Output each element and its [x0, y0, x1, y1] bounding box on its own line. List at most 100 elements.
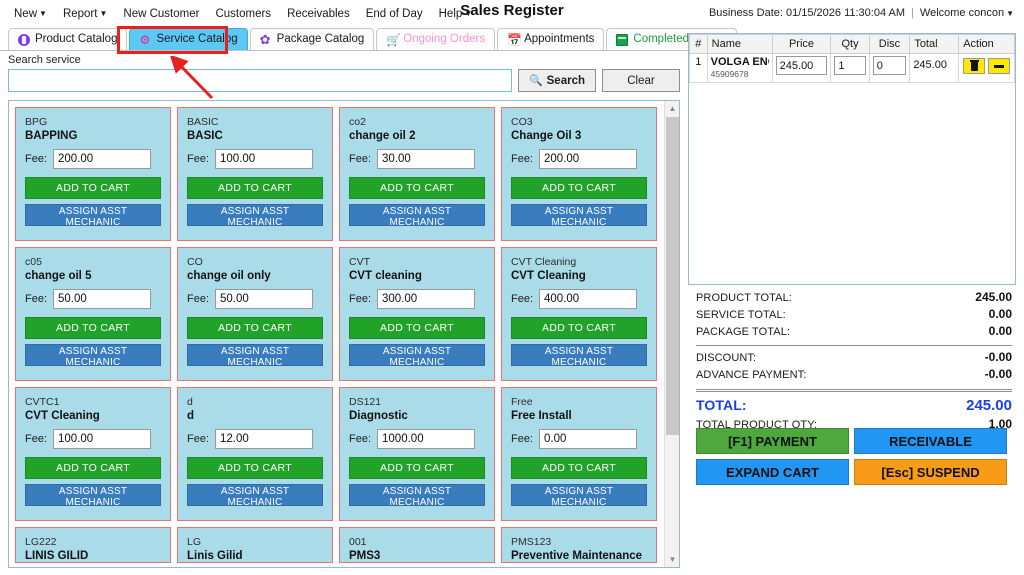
- fee-input[interactable]: [539, 289, 638, 309]
- scroll-down-icon[interactable]: ▼: [668, 555, 677, 564]
- menu-item-receivables[interactable]: Receivables: [281, 6, 356, 22]
- scroll-up-icon[interactable]: ▲: [668, 104, 677, 113]
- action-expand-cart-button[interactable]: EXPAND CART: [696, 459, 849, 485]
- tab-appointments[interactable]: 📅Appointments: [497, 28, 605, 50]
- menu-item-customers[interactable]: Customers: [209, 6, 277, 22]
- search-button[interactable]: 🔍 Search: [517, 69, 596, 92]
- catalog-scrollbar[interactable]: ▲ ▼: [664, 101, 679, 567]
- assign-asst-mechanic-button[interactable]: ASSIGN ASST MECHANIC: [349, 204, 485, 228]
- add-to-cart-button[interactable]: ADD TO CART: [25, 177, 161, 199]
- assign-asst-mechanic-button[interactable]: ASSIGN ASST MECHANIC: [349, 484, 485, 508]
- price-input[interactable]: [775, 56, 828, 75]
- assign-asst-mechanic-button[interactable]: ASSIGN ASST MECHANIC: [511, 204, 647, 228]
- magnifier-icon: 🔍: [528, 75, 543, 87]
- tab-ongoing-orders[interactable]: 🛒Ongoing Orders: [376, 28, 496, 50]
- user-menu[interactable]: Welcome concon▼: [920, 7, 1014, 19]
- assign-asst-mechanic-button[interactable]: ASSIGN ASST MECHANIC: [25, 344, 161, 368]
- menu-item-new[interactable]: New▼: [8, 6, 53, 22]
- fee-input[interactable]: [215, 149, 314, 169]
- trash-icon[interactable]: [963, 58, 986, 74]
- cart-icon: 🛒: [386, 32, 402, 47]
- header-right: Business Date: 01/15/2026 11:30:04 AM | …: [709, 7, 1014, 19]
- fee-input[interactable]: [53, 289, 152, 309]
- assign-asst-mechanic-button[interactable]: ASSIGN ASST MECHANIC: [511, 344, 647, 368]
- cart-column-header: Qty: [830, 34, 870, 54]
- fee-input[interactable]: [53, 429, 152, 449]
- add-to-cart-button[interactable]: ADD TO CART: [511, 177, 647, 199]
- disc-input[interactable]: [872, 56, 907, 75]
- assign-asst-mechanic-button[interactable]: ASSIGN ASST MECHANIC: [25, 204, 161, 228]
- fee-label: Fee:: [349, 433, 372, 445]
- fee-input[interactable]: [377, 429, 476, 449]
- assign-asst-mechanic-button[interactable]: ASSIGN ASST MECHANIC: [187, 484, 323, 508]
- assign-asst-mechanic-button[interactable]: ASSIGN ASST MECHANIC: [511, 484, 647, 508]
- fee-input[interactable]: [377, 289, 476, 309]
- search-input[interactable]: [8, 69, 512, 92]
- add-to-cart-button[interactable]: ADD TO CART: [511, 317, 647, 339]
- assign-asst-mechanic-button[interactable]: ASSIGN ASST MECHANIC: [187, 204, 323, 228]
- fee-input[interactable]: [377, 149, 476, 169]
- fee-label: Fee:: [187, 293, 210, 305]
- assign-asst-mechanic-button[interactable]: ASSIGN ASST MECHANIC: [25, 484, 161, 508]
- add-to-cart-button[interactable]: ADD TO CART: [187, 457, 323, 479]
- assign-asst-mechanic-button[interactable]: ASSIGN ASST MECHANIC: [187, 344, 323, 368]
- minus-icon[interactable]: [988, 58, 1011, 74]
- scrollbar-thumb[interactable]: [666, 117, 679, 435]
- action-esc-suspend-button[interactable]: [Esc] SUSPEND: [854, 459, 1007, 485]
- service-code: CO: [187, 256, 203, 268]
- cart-column-header: Name: [706, 34, 773, 54]
- qty-input[interactable]: [834, 56, 866, 75]
- total-value: 245.00: [975, 290, 1012, 304]
- action-receivable-button[interactable]: RECEIVABLE: [854, 428, 1007, 454]
- add-to-cart-button[interactable]: ADD TO CART: [349, 317, 485, 339]
- menu-item-help[interactable]: Help▼: [433, 6, 479, 22]
- fee-row: Fee:: [511, 429, 647, 449]
- tab-package-catalog[interactable]: ✿Package Catalog: [249, 28, 375, 50]
- assign-asst-mechanic-button[interactable]: ASSIGN ASST MECHANIC: [349, 344, 485, 368]
- menu-item-end-of-day[interactable]: End of Day: [360, 6, 429, 22]
- total-value: 0.00: [988, 307, 1012, 321]
- fee-input[interactable]: [215, 429, 314, 449]
- add-to-cart-button[interactable]: ADD TO CART: [187, 317, 323, 339]
- add-to-cart-button[interactable]: ADD TO CART: [349, 457, 485, 479]
- add-to-cart-button[interactable]: ADD TO CART: [25, 317, 161, 339]
- service-name: change oil 2: [349, 130, 416, 142]
- clear-button[interactable]: Clear: [602, 69, 680, 92]
- add-to-cart-button[interactable]: ADD TO CART: [349, 177, 485, 199]
- menu-item-label: Receivables: [287, 8, 350, 20]
- add-to-cart-button[interactable]: ADD TO CART: [187, 177, 323, 199]
- service-code: BASIC: [187, 116, 219, 128]
- add-to-cart-button[interactable]: ADD TO CART: [25, 457, 161, 479]
- menu-item-report[interactable]: Report▼: [57, 6, 113, 22]
- add-to-cart-button[interactable]: ADD TO CART: [511, 457, 647, 479]
- tab-service-catalog[interactable]: ⚙Service Catalog: [129, 28, 248, 50]
- fee-input[interactable]: [215, 289, 314, 309]
- package-icon: ✿: [259, 31, 271, 47]
- action-f1-payment-button[interactable]: [F1] PAYMENT: [696, 428, 849, 454]
- tab-product-catalog[interactable]: Product Catalog: [8, 28, 128, 50]
- fee-input[interactable]: [539, 429, 638, 449]
- fee-input[interactable]: [53, 149, 152, 169]
- fee-row: Fee:: [25, 289, 161, 309]
- search-button-label: Search: [546, 74, 585, 87]
- menu-item-new-customer[interactable]: New Customer: [117, 6, 205, 22]
- fee-input[interactable]: [539, 149, 638, 169]
